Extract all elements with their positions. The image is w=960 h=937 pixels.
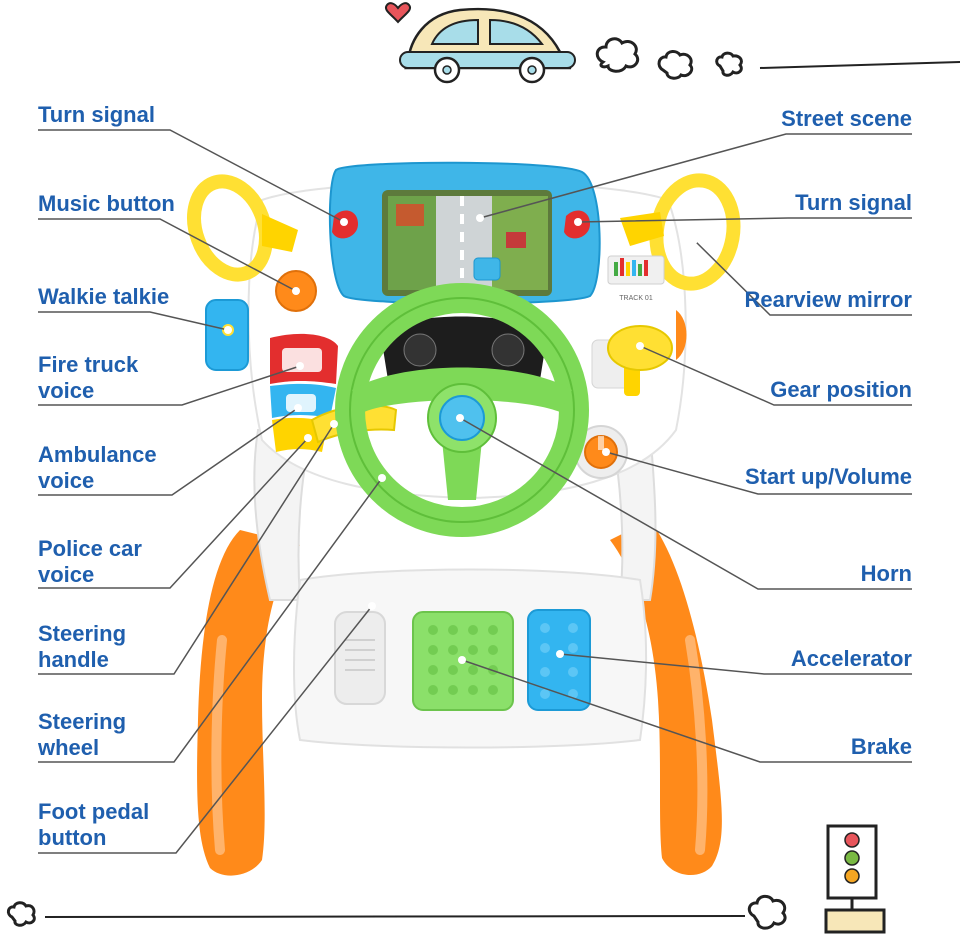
label-line: Foot pedal [38,799,150,824]
label-line: Turn signal [38,102,155,127]
label-line: button [38,825,107,850]
label-turn-signal-right: Turn signal [795,190,912,216]
label-line: Start up/Volume [744,464,912,489]
label-line: wheel [38,735,100,760]
label-rearview-mirror: Rearview mirror [744,287,912,313]
label-line: Music button [38,191,175,216]
track-display-text: TRACK 01 [619,295,653,302]
heart-icon [385,2,411,24]
label-line: Fire truck [38,352,139,377]
label-line: Walkie talkie [38,284,170,309]
label-start-up-volume: Start up/Volume [745,464,912,490]
cloud-icon [6,894,787,930]
label-line: voice [38,378,95,403]
cloud-icon [595,37,743,80]
label-walkie-talkie: Walkie talkie [38,284,169,310]
label-line: Accelerator [790,646,912,671]
label-line: Steering [38,621,127,646]
toy-walker: TRACK 01 [187,161,741,876]
label-brake: Brake [851,734,912,760]
label-line: Gear position [770,377,912,402]
label-line: Horn [860,561,912,586]
label-accelerator: Accelerator [791,646,912,672]
label-line: Brake [850,734,912,759]
label-line: Steering [38,709,127,734]
label-line: voice [38,468,95,493]
label-music-button: Music button [38,191,175,217]
label-line: handle [38,647,109,672]
label-line: Street scene [781,106,912,131]
label-turn-signal-left: Turn signal [38,102,155,128]
label-street-scene: Street scene [781,106,912,132]
label-line: voice [38,562,95,587]
callout-dots [224,214,698,664]
label-horn: Horn [861,561,912,587]
label-line: Rearview mirror [744,287,912,312]
label-line: Police car [38,536,142,561]
label-line: Ambulance [38,442,157,467]
label-gear-position: Gear position [770,377,912,403]
leader-lines [38,129,912,854]
car-doodle-icon [399,7,576,84]
traffic-light-icon [824,824,886,934]
label-line: Turn signal [795,190,912,215]
